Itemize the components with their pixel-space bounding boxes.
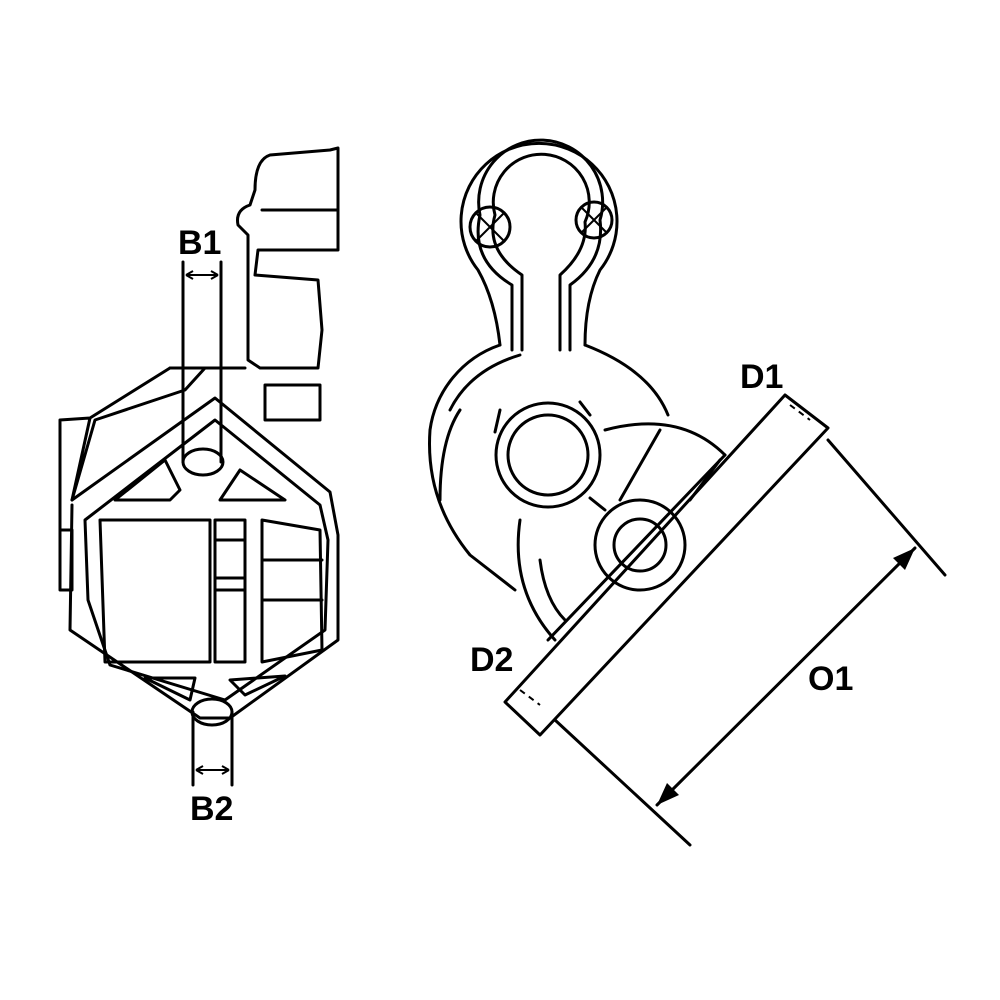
front-view	[428, 138, 947, 847]
flange-hidden-lines	[519, 404, 811, 706]
b1-extension-lines	[181, 260, 223, 464]
ear-bolt-left	[468, 205, 512, 249]
ear-bolt-right	[574, 200, 614, 240]
shaft-boss-inner	[506, 413, 590, 497]
b2-extension-lines	[191, 710, 234, 787]
bolt-hole-bottom	[190, 697, 234, 727]
b2-arrow	[195, 765, 230, 775]
mounting-flange-outer	[68, 396, 340, 720]
upper-housing	[168, 146, 340, 422]
flange-rib-lower	[143, 674, 287, 702]
flange-rib-upper	[113, 458, 287, 502]
boss-tabs	[493, 400, 592, 434]
drive-housing	[516, 422, 727, 642]
b1-arrow	[185, 270, 219, 280]
label-o1: O1	[808, 660, 854, 698]
drive-arms	[588, 428, 722, 512]
pinion-outer	[593, 498, 687, 592]
bolt-hole-top	[181, 447, 225, 477]
label-d2: D2	[470, 641, 514, 679]
side-view	[58, 146, 340, 787]
label-b1: B1	[178, 224, 222, 262]
mounting-ear	[459, 141, 619, 347]
window	[98, 518, 324, 664]
mounting-flange-inner	[83, 418, 330, 702]
o1-extension-lines	[553, 438, 947, 847]
flange-plate	[503, 393, 830, 737]
label-b2: B2	[190, 790, 234, 828]
label-d1: D1	[740, 358, 784, 396]
o1-dimension-line	[655, 546, 917, 807]
motor-body	[428, 343, 670, 592]
body-inner	[438, 353, 522, 502]
shaft-boss-outer	[494, 401, 602, 509]
housing-body	[58, 366, 207, 592]
pinion-inner	[612, 517, 668, 573]
